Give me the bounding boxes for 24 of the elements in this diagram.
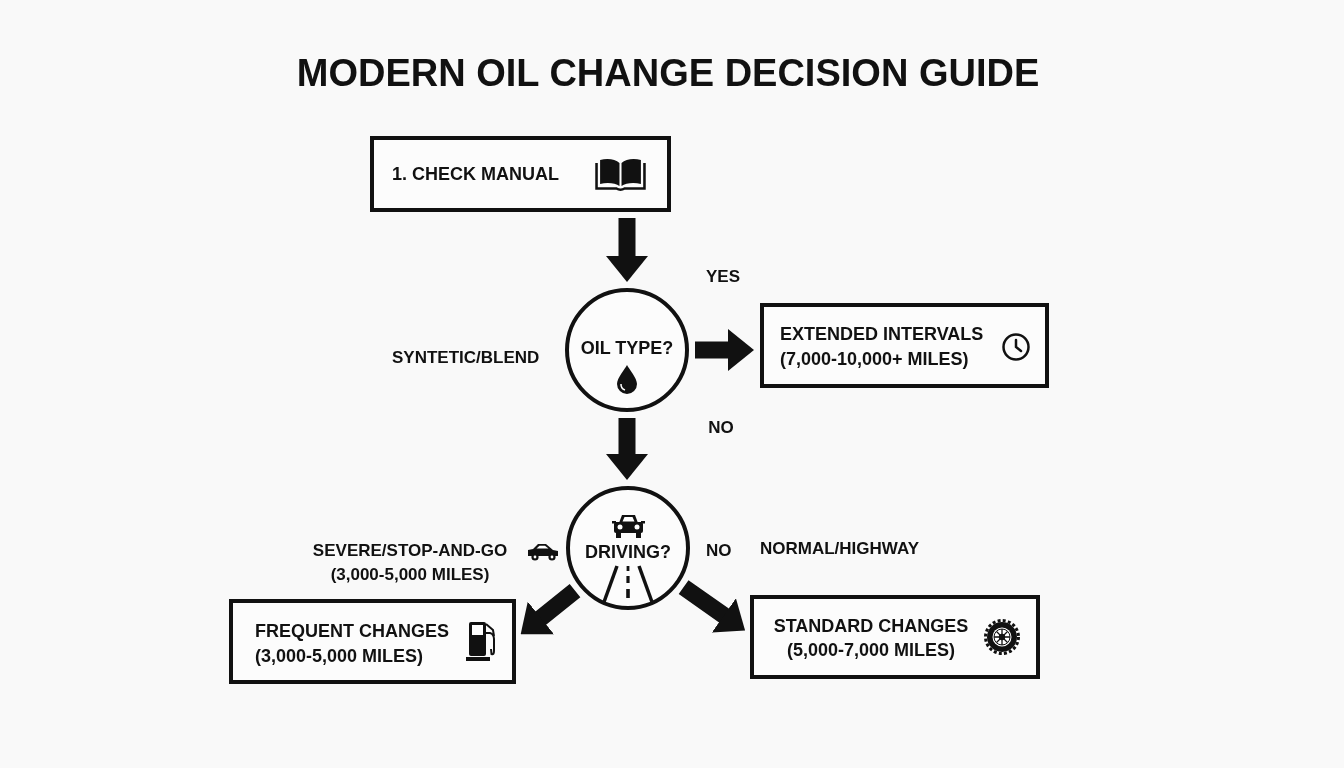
- question-text: OIL TYPE?: [580, 337, 674, 360]
- branch-label: YES: [706, 266, 740, 288]
- arrow: [695, 329, 754, 371]
- branch-label: NO: [708, 417, 734, 439]
- process-box: [370, 136, 671, 212]
- result-box: [229, 599, 516, 684]
- mileage-range: (3,000-5,000 MILES): [255, 645, 424, 668]
- step-text: 1. CHECK MANUAL: [392, 163, 559, 186]
- result-box: [760, 303, 1049, 388]
- condition-label: NORMAL/HIGHWAY: [760, 538, 919, 560]
- result-title: STANDARD CHANGES: [773, 615, 969, 638]
- result-box: [750, 595, 1040, 679]
- branch-label: NO: [706, 540, 732, 562]
- arrow: [606, 418, 648, 480]
- condition-label: SEVERE/STOP-AND-GO: [312, 540, 508, 562]
- mileage-range: (7,000-10,000+ MILES): [780, 348, 969, 371]
- mileage-range: (5,000-7,000 MILES): [786, 639, 956, 662]
- diagram-title: MODERN OIL CHANGE DECISION GUIDE: [296, 51, 1040, 96]
- question-text: DRIVING?: [585, 541, 671, 564]
- arrow: [606, 218, 648, 282]
- result-title: FREQUENT CHANGES: [255, 620, 449, 643]
- mileage-range: (3,000-5,000 MILES): [330, 564, 490, 586]
- result-title: EXTENDED INTERVALS: [780, 323, 984, 346]
- branch-label: SYNTETIC/BLEND: [392, 347, 540, 369]
